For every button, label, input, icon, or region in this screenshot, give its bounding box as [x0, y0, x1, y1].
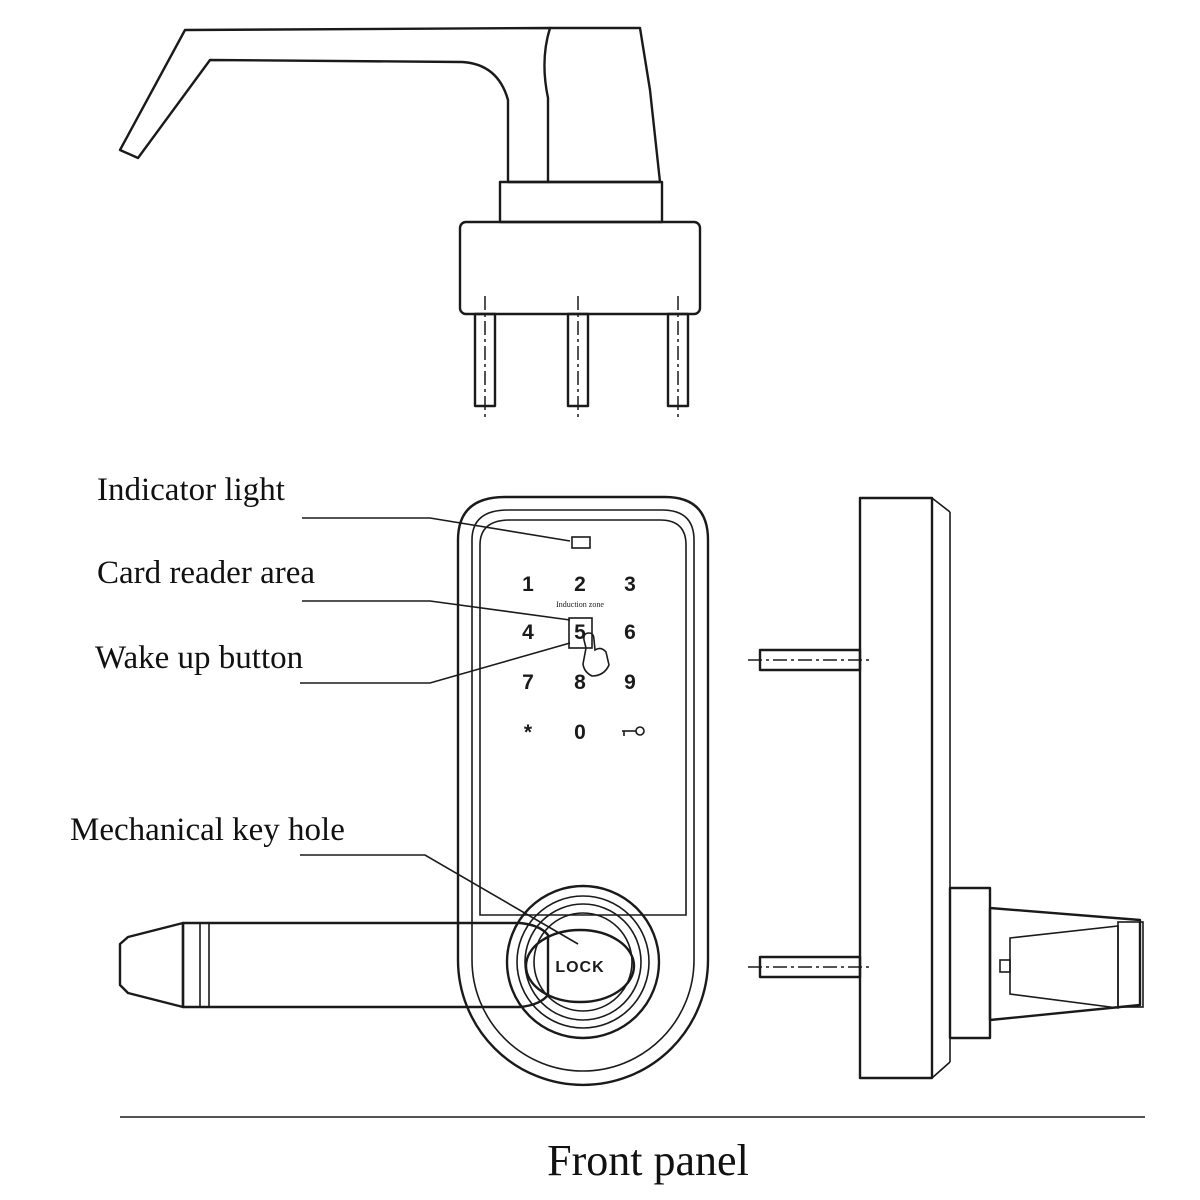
indicator-light [571, 536, 591, 549]
lever-tip [118, 921, 185, 1009]
top-lever-arm [118, 26, 552, 184]
key-6[interactable]: 6 [624, 621, 636, 644]
front-lever-handle [118, 921, 550, 1009]
top-collar [498, 180, 664, 224]
induction-zone-label: Induction zone [556, 600, 604, 609]
side-hub [948, 886, 992, 1040]
caption: Front panel [547, 1136, 749, 1185]
keypad-face [479, 519, 687, 916]
top-view-handle [118, 26, 702, 418]
callout-card-reader-area: Card reader area [97, 555, 315, 591]
callout-wake-up-button: Wake up button [95, 640, 303, 676]
keypad: 1 2 3 Induction zone 4 5 6 7 8 9 * 0 [522, 573, 645, 744]
key-8[interactable]: 8 [574, 671, 586, 694]
front-panel-inner [471, 509, 695, 1072]
key-4[interactable]: 4 [522, 621, 534, 644]
key-0[interactable]: 0 [574, 721, 586, 744]
key-icon[interactable] [622, 726, 645, 736]
key-2[interactable]: 2 [574, 573, 586, 596]
leader-mechanical-key-hole [300, 854, 579, 945]
lock-label: LOCK [555, 959, 604, 976]
key-star[interactable]: * [524, 721, 533, 744]
lock-hub [505, 884, 661, 1040]
front-panel-outer [456, 495, 710, 1087]
top-handle-block [546, 26, 662, 184]
finger-touch-icon [582, 632, 610, 677]
key-9[interactable]: 9 [624, 671, 636, 694]
mechanical-key-hole[interactable] [524, 928, 636, 1004]
front-panel: 1 2 3 Induction zone 4 5 6 7 8 9 * 0 [118, 495, 710, 1087]
key-7[interactable]: 7 [522, 671, 534, 694]
side-handle [988, 906, 1142, 1022]
callout-mechanical-key-hole: Mechanical key hole [70, 812, 345, 848]
lever-body [181, 921, 550, 1009]
leader-indicator-light [302, 517, 571, 542]
key-3[interactable]: 3 [624, 573, 636, 596]
top-base-flange [458, 220, 702, 316]
callout-indicator-light: Indicator light [97, 472, 285, 508]
callouts: Indicator light Card reader area Wake up… [70, 472, 579, 945]
leader-wake-up-button [300, 642, 571, 684]
key-1[interactable]: 1 [522, 573, 534, 596]
side-panel-body [858, 496, 934, 1080]
leader-card-reader-area [302, 600, 571, 621]
side-view [748, 496, 1144, 1080]
